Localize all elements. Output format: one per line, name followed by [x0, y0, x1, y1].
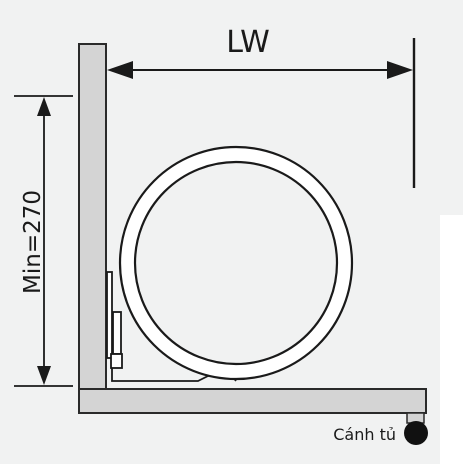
side-panel — [78, 43, 107, 390]
background-side-strip — [440, 215, 463, 464]
width-dimension-label: LW — [226, 25, 270, 60]
width-arrow-left — [107, 61, 133, 79]
height-dimension — [14, 95, 73, 387]
door-knob-icon — [404, 421, 428, 445]
width-dimension — [122, 38, 416, 188]
height-dimension-label: Min=270 — [20, 190, 46, 294]
height-arrow-top — [37, 97, 51, 116]
rotating-tray-ring — [118, 145, 354, 381]
door-label: Cánh tủ — [333, 425, 396, 444]
bottom-panel — [78, 388, 427, 414]
width-arrow-right — [387, 61, 413, 79]
height-arrow-bottom — [37, 366, 51, 385]
